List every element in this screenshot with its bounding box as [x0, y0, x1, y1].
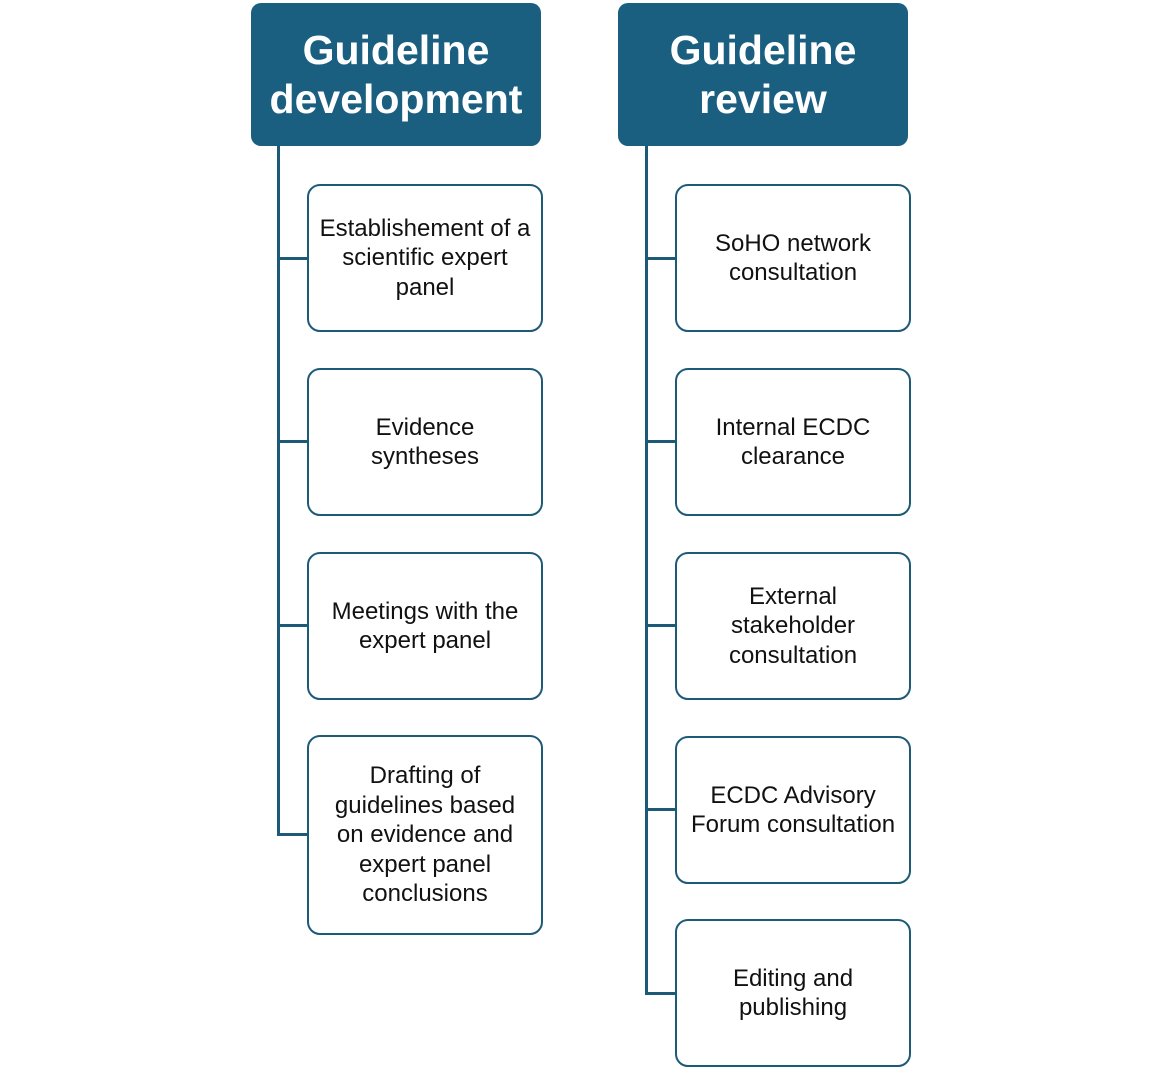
review-step-clearance: Internal ECDC clearance: [675, 368, 911, 516]
development-step-evidence: Evidence syntheses: [307, 368, 543, 516]
review-step-advisory: ECDC Advisory Forum consultation: [675, 736, 911, 884]
development-step-panel: Establishement of a scientific expert pa…: [307, 184, 543, 332]
review-header: Guideline review: [618, 3, 908, 146]
review-connector: [645, 257, 676, 260]
development-connector: [277, 833, 308, 836]
development-connector: [277, 257, 308, 260]
review-connector: [645, 808, 676, 811]
development-header: Guideline development: [251, 3, 541, 146]
review-connector: [645, 624, 676, 627]
review-step-stakeholder: External stakeholder consultation: [675, 552, 911, 700]
review-step-publishing: Editing and publishing: [675, 919, 911, 1067]
review-connector: [645, 992, 676, 995]
development-trunk-line: [277, 146, 280, 836]
review-trunk-line: [645, 146, 648, 995]
review-connector: [645, 440, 676, 443]
review-step-network: SoHO network consultation: [675, 184, 911, 332]
development-step-meetings: Meetings with the expert panel: [307, 552, 543, 700]
development-connector: [277, 440, 308, 443]
development-step-drafting: Drafting of guidelines based on evidence…: [307, 735, 543, 935]
development-connector: [277, 624, 308, 627]
